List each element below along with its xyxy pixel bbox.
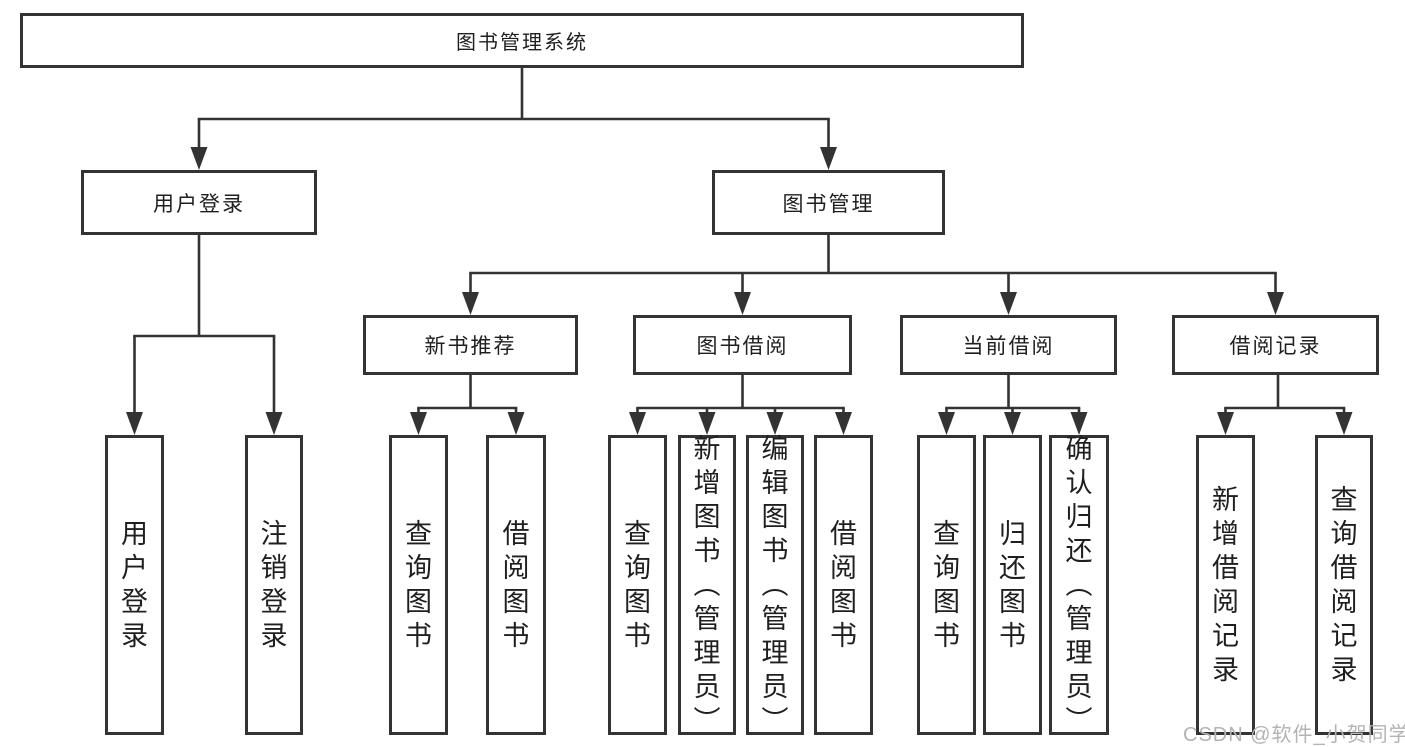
watermark: CSDN @软件_小贺同学 xyxy=(1183,724,1405,746)
leaf-bb-add-books-admin: 新增图书︵管理员︶ xyxy=(678,434,736,736)
node-label: 查询借阅记录 xyxy=(1330,485,1358,685)
leaf-bb-borrow-books: 借阅图书 xyxy=(814,435,873,735)
leaf-logout: 注销登录 xyxy=(245,435,303,735)
node-user-login-branch: 用户登录 xyxy=(81,170,317,235)
leaf-cb-confirm-return-admin: 确认归还︵管理员︶ xyxy=(1049,434,1109,736)
node-label: 用户登录 xyxy=(121,519,148,651)
leaf-nbr-query-books: 查询图书 xyxy=(389,435,448,735)
node-label: 借阅记录 xyxy=(1229,335,1322,358)
node-label: 新书推荐 xyxy=(424,335,517,358)
leaf-br-query-record: 查询借阅记录 xyxy=(1315,435,1373,735)
node-label: 确认归还︵管理员︶ xyxy=(1065,434,1093,736)
node-current-borrowing: 当前借阅 xyxy=(900,315,1117,375)
node-label: 当前借阅 xyxy=(962,335,1055,358)
node-label: 图书借阅 xyxy=(696,335,789,358)
leaf-cb-query-books: 查询图书 xyxy=(917,435,976,735)
leaf-bb-query-books: 查询图书 xyxy=(608,435,667,735)
node-label: 图书管理 xyxy=(782,192,875,216)
node-label: 查询图书 xyxy=(624,519,651,651)
node-label: 借阅图书 xyxy=(502,519,530,651)
node-label: 归还图书 xyxy=(999,519,1026,651)
node-label: 用户登录 xyxy=(153,192,245,216)
leaf-br-add-record: 新增借阅记录 xyxy=(1196,435,1255,735)
node-library-system: 图书管理系统 xyxy=(20,13,1024,68)
node-label: 查询图书 xyxy=(405,519,432,651)
leaf-nbr-borrow-books: 借阅图书 xyxy=(486,435,546,735)
leaf-bb-edit-books-admin: 编辑图书︵管理员︶ xyxy=(746,434,804,736)
node-book-borrowing: 图书借阅 xyxy=(633,315,852,375)
node-label: 借阅图书 xyxy=(830,519,857,651)
node-label: 新增借阅记录 xyxy=(1212,485,1239,685)
node-label: 注销登录 xyxy=(260,519,288,651)
leaf-cb-return-books: 归还图书 xyxy=(983,435,1042,735)
node-label: 查询图书 xyxy=(933,519,960,651)
node-new-book-recommend: 新书推荐 xyxy=(363,315,578,375)
node-label: 图书管理系统 xyxy=(456,32,588,54)
node-label: 新增图书︵管理员︶ xyxy=(693,434,721,736)
leaf-user-login: 用户登录 xyxy=(105,435,164,735)
node-label: 编辑图书︵管理员︶ xyxy=(761,434,789,736)
node-book-management: 图书管理 xyxy=(712,170,945,235)
node-borrowing-records: 借阅记录 xyxy=(1172,315,1379,375)
